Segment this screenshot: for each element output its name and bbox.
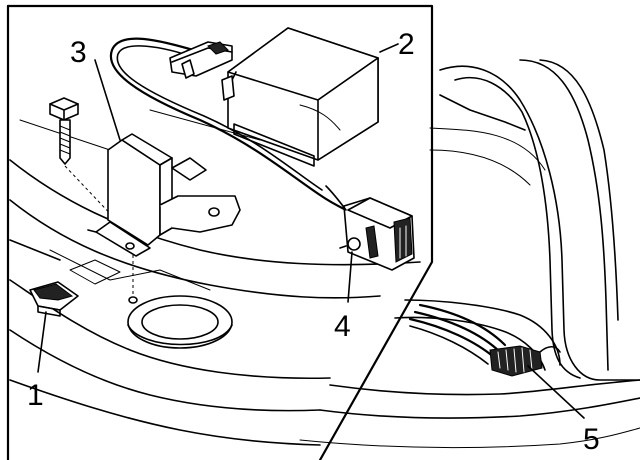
callout-1: 1 (27, 379, 44, 412)
vehicle-body-outline (299, 59, 640, 448)
part-5-connector (489, 345, 561, 377)
callout-4: 4 (334, 310, 351, 343)
callout-5: 5 (583, 423, 600, 456)
part-3-bracket (87, 59, 241, 257)
callout-2: 2 (398, 28, 415, 61)
harness-connector-top (169, 41, 233, 79)
part-1-plug (29, 281, 79, 373)
part-4-connector (325, 185, 415, 303)
callout-3: 3 (70, 36, 87, 69)
leader-line-5 (527, 365, 585, 419)
floor-panel (9, 109, 421, 446)
part-2-control-module (221, 27, 399, 167)
inset-frame (6, 4, 434, 460)
bolt (49, 97, 119, 223)
